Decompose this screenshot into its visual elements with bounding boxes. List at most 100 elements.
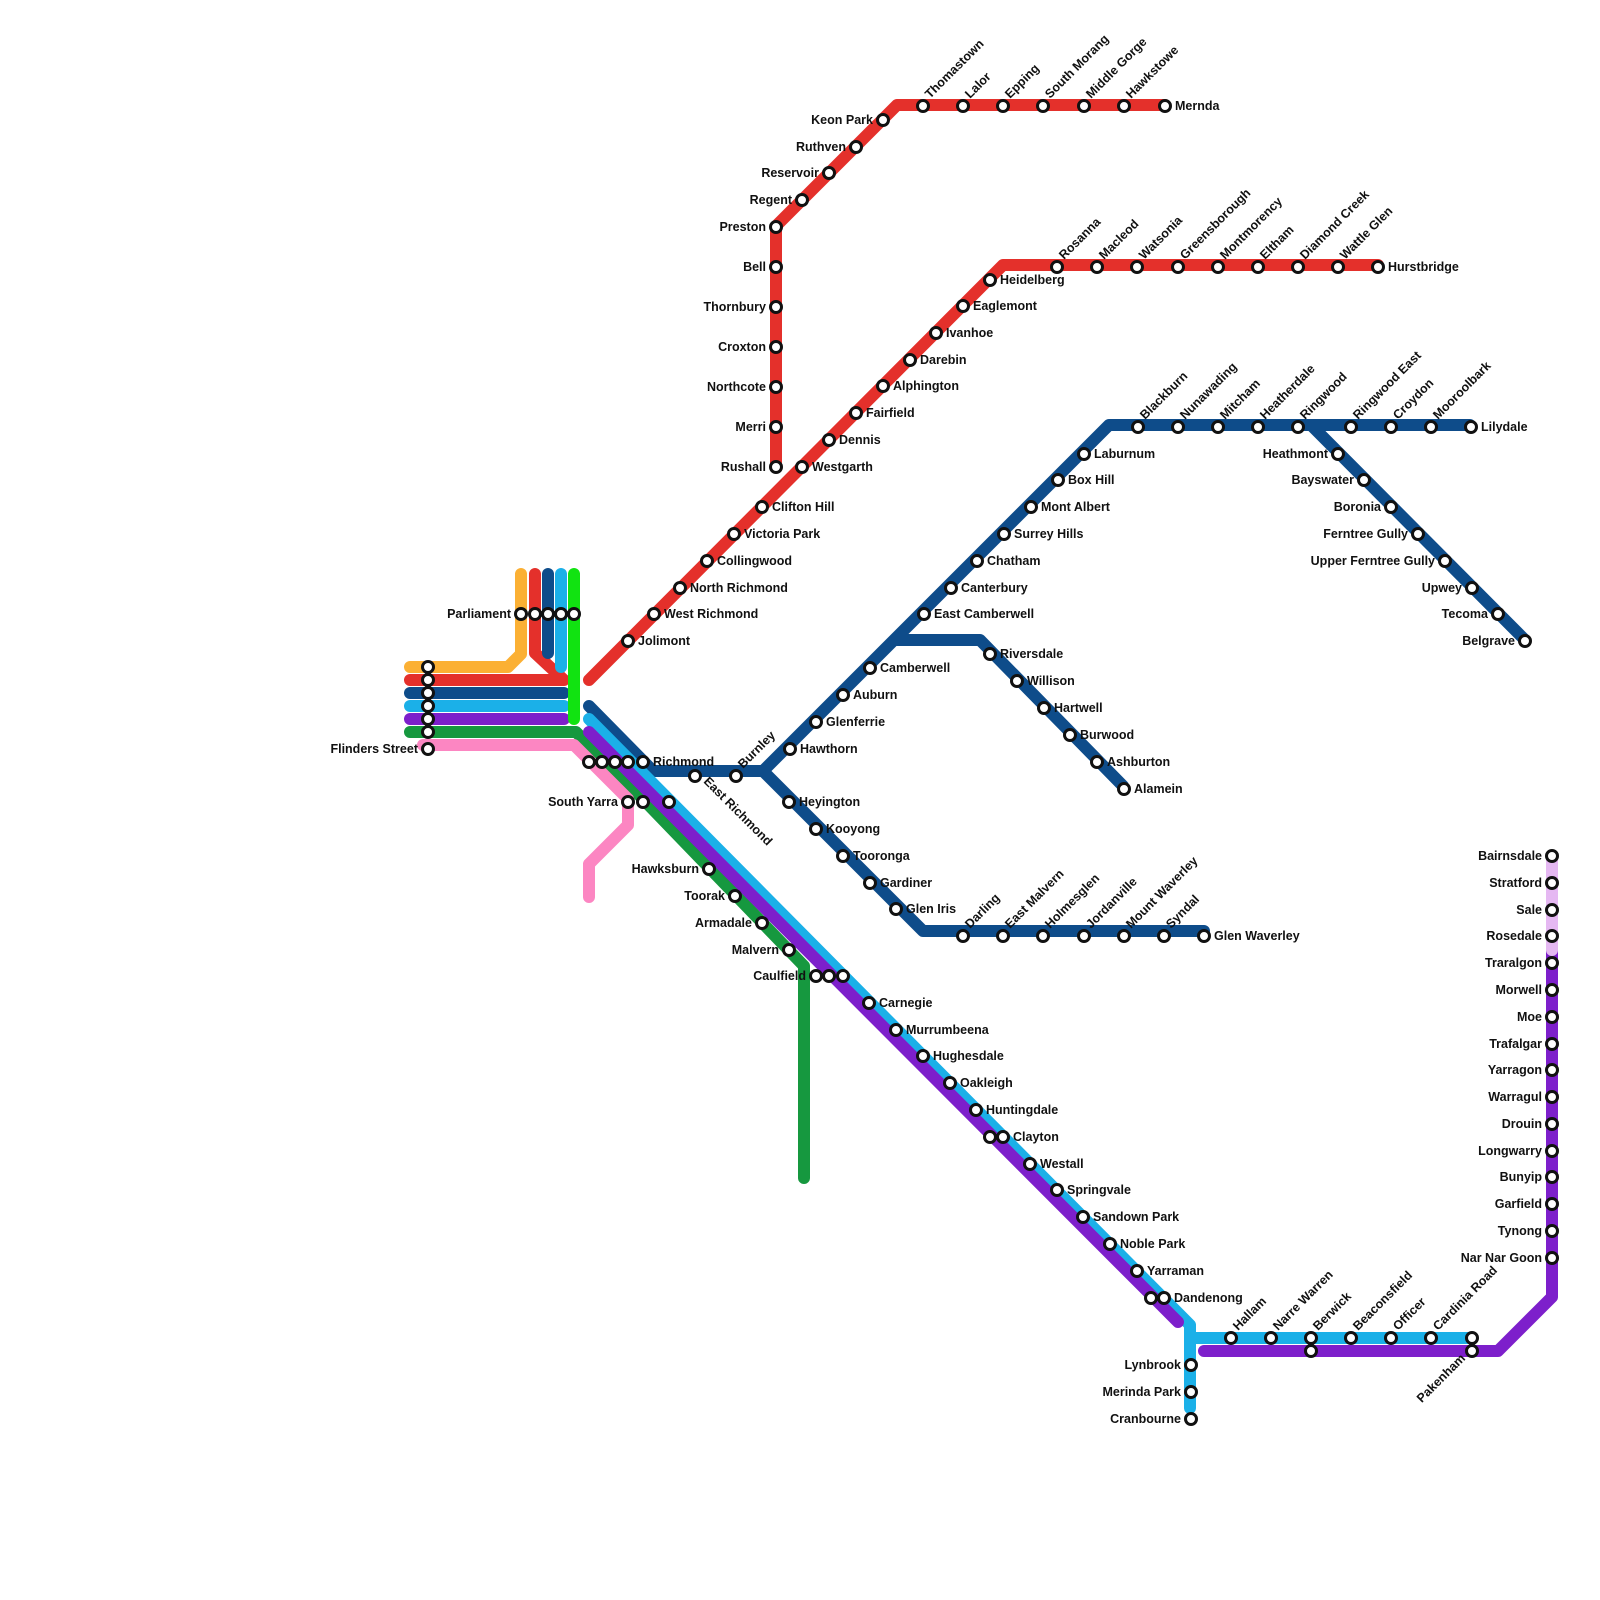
station-clifton-hill[interactable] bbox=[755, 500, 769, 514]
station-flinders-street[interactable] bbox=[421, 742, 435, 756]
station-officer[interactable] bbox=[1384, 1331, 1398, 1345]
station-bell[interactable] bbox=[769, 260, 783, 274]
station-hawksburn[interactable] bbox=[702, 862, 716, 876]
interchange-marker[interactable] bbox=[567, 607, 581, 621]
station-glen-waverley[interactable] bbox=[1197, 929, 1211, 943]
station-westall[interactable] bbox=[1023, 1157, 1037, 1171]
station-watsonia[interactable] bbox=[1130, 260, 1144, 274]
interchange-marker[interactable] bbox=[1144, 1291, 1158, 1305]
station-croxton[interactable] bbox=[769, 340, 783, 354]
station-canterbury[interactable] bbox=[944, 581, 958, 595]
station-auburn[interactable] bbox=[836, 688, 850, 702]
station-merri[interactable] bbox=[769, 420, 783, 434]
station-croydon[interactable] bbox=[1384, 420, 1398, 434]
station-jordanville[interactable] bbox=[1077, 929, 1091, 943]
station-macleod[interactable] bbox=[1090, 260, 1104, 274]
station-oakleigh[interactable] bbox=[943, 1076, 957, 1090]
station-lynbrook[interactable] bbox=[1184, 1358, 1198, 1372]
interchange-marker[interactable] bbox=[421, 673, 435, 687]
station-hughesdale[interactable] bbox=[916, 1049, 930, 1063]
station-east-richmond[interactable] bbox=[688, 769, 702, 783]
station-upwey[interactable] bbox=[1465, 581, 1479, 595]
station-yarraman[interactable] bbox=[1130, 1264, 1144, 1278]
station-alphington[interactable] bbox=[876, 379, 890, 393]
station-hallam[interactable] bbox=[1224, 1331, 1238, 1345]
station-garfield[interactable] bbox=[1545, 1197, 1559, 1211]
station-richmond[interactable] bbox=[636, 755, 650, 769]
station-belgrave[interactable] bbox=[1518, 634, 1532, 648]
interchange-marker[interactable] bbox=[595, 755, 609, 769]
interchange-marker[interactable] bbox=[421, 660, 435, 674]
interchange-marker[interactable] bbox=[421, 686, 435, 700]
station-keon-park[interactable] bbox=[876, 113, 890, 127]
station-parliament[interactable] bbox=[514, 607, 528, 621]
interchange-marker[interactable] bbox=[554, 607, 568, 621]
station-burnley[interactable] bbox=[729, 769, 743, 783]
station-rosedale[interactable] bbox=[1545, 929, 1559, 943]
station-middle-gorge[interactable] bbox=[1077, 99, 1091, 113]
station-ringwood-east[interactable] bbox=[1344, 420, 1358, 434]
station-stratford[interactable] bbox=[1545, 876, 1559, 890]
station-heatherdale[interactable] bbox=[1251, 420, 1265, 434]
interchange-marker[interactable] bbox=[983, 1130, 997, 1144]
station-east-malvern[interactable] bbox=[996, 929, 1010, 943]
station-glenferrie[interactable] bbox=[809, 715, 823, 729]
station-tynong[interactable] bbox=[1545, 1224, 1559, 1238]
station-willison[interactable] bbox=[1010, 674, 1024, 688]
station-traralgon[interactable] bbox=[1545, 956, 1559, 970]
station-south-yarra[interactable] bbox=[621, 795, 635, 809]
station-chatham[interactable] bbox=[970, 554, 984, 568]
interchange-marker[interactable] bbox=[541, 607, 555, 621]
station-morwell[interactable] bbox=[1545, 983, 1559, 997]
interchange-marker[interactable] bbox=[421, 699, 435, 713]
station-burwood[interactable] bbox=[1063, 728, 1077, 742]
station-ivanhoe[interactable] bbox=[929, 326, 943, 340]
station-warragul[interactable] bbox=[1545, 1090, 1559, 1104]
station-regent[interactable] bbox=[795, 193, 809, 207]
station-northcote[interactable] bbox=[769, 380, 783, 394]
station-lilydale[interactable] bbox=[1464, 420, 1478, 434]
station-greensborough[interactable] bbox=[1171, 260, 1185, 274]
station-blackburn[interactable] bbox=[1131, 420, 1145, 434]
station-darling[interactable] bbox=[956, 929, 970, 943]
station-sandown-park[interactable] bbox=[1076, 1210, 1090, 1224]
station-north-richmond[interactable] bbox=[673, 581, 687, 595]
station-camberwell[interactable] bbox=[863, 661, 877, 675]
interchange-marker[interactable] bbox=[1304, 1344, 1318, 1358]
station-glen-iris[interactable] bbox=[889, 902, 903, 916]
station-noble-park[interactable] bbox=[1103, 1237, 1117, 1251]
station-heidelberg[interactable] bbox=[983, 273, 997, 287]
station-thornbury[interactable] bbox=[769, 300, 783, 314]
station-fairfield[interactable] bbox=[849, 406, 863, 420]
interchange-marker[interactable] bbox=[421, 725, 435, 739]
station-cardinia-road[interactable] bbox=[1424, 1331, 1438, 1345]
interchange-marker[interactable] bbox=[621, 755, 635, 769]
station-heathmont[interactable] bbox=[1331, 447, 1345, 461]
station-diamond-creek[interactable] bbox=[1291, 260, 1305, 274]
station-dennis[interactable] bbox=[822, 433, 836, 447]
station-murrumbeena[interactable] bbox=[889, 1023, 903, 1037]
station-hawthorn[interactable] bbox=[783, 742, 797, 756]
station-bayswater[interactable] bbox=[1357, 473, 1371, 487]
station-cranbourne[interactable] bbox=[1184, 1412, 1198, 1426]
station-holmesglen[interactable] bbox=[1036, 929, 1050, 943]
station-eaglemont[interactable] bbox=[956, 299, 970, 313]
station-lalor[interactable] bbox=[956, 99, 970, 113]
station-montmorency[interactable] bbox=[1211, 260, 1225, 274]
station-hawkstowe[interactable] bbox=[1117, 99, 1131, 113]
station-west-richmond[interactable] bbox=[647, 607, 661, 621]
station-wattle-glen[interactable] bbox=[1331, 260, 1345, 274]
station-gardiner[interactable] bbox=[863, 876, 877, 890]
station-armadale[interactable] bbox=[755, 916, 769, 930]
interchange-marker[interactable] bbox=[1465, 1331, 1479, 1345]
station-ashburton[interactable] bbox=[1090, 755, 1104, 769]
station-mount-waverley[interactable] bbox=[1117, 929, 1131, 943]
station-heyington[interactable] bbox=[782, 795, 796, 809]
station-collingwood[interactable] bbox=[700, 554, 714, 568]
station-riversdale[interactable] bbox=[983, 647, 997, 661]
station-drouin[interactable] bbox=[1545, 1117, 1559, 1131]
station-beaconsfield[interactable] bbox=[1344, 1331, 1358, 1345]
interchange-marker[interactable] bbox=[836, 969, 850, 983]
station-narre-warren[interactable] bbox=[1264, 1331, 1278, 1345]
station-dandenong[interactable] bbox=[1157, 1291, 1171, 1305]
